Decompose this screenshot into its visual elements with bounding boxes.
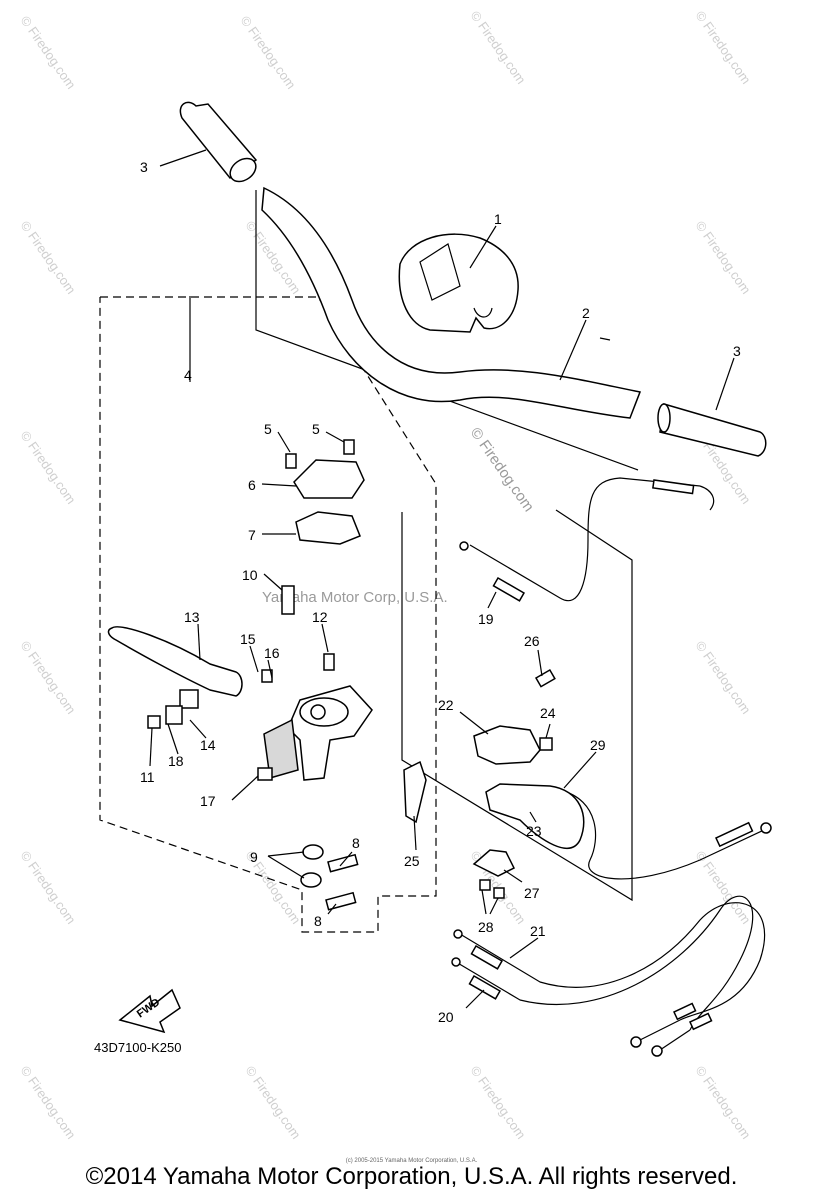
center-watermark-yamaha: Yamaha Motor Corp, U.S.A. (262, 589, 448, 606)
watermark: © Firedog.com (468, 1063, 529, 1142)
watermark: © Firedog.com (693, 218, 754, 297)
tiny-copyright: (c) 2005-2015 Yamaha Motor Corporation, … (345, 1158, 478, 1164)
watermark: © Firedog.com (18, 428, 79, 507)
label-part-1: 1 (494, 211, 502, 227)
label-part-11: 11 (140, 769, 155, 785)
label-part-3: 3 (733, 343, 741, 359)
leader-lines (149, 149, 735, 1009)
clutch-cables (451, 895, 766, 1057)
label-part-25: 25 (404, 853, 420, 869)
label-part-18: 18 (168, 753, 184, 769)
label-part-15: 15 (240, 631, 256, 647)
master-cylinder (263, 685, 373, 781)
label-part-21: 21 (530, 923, 546, 939)
watermark: © Firedog.com (18, 1063, 79, 1142)
handlebar (261, 186, 642, 419)
watermark-layer: © Firedog.com © Firedog.com © Firedog.co… (18, 8, 754, 1142)
label-part-5: 5 (312, 421, 320, 437)
clamps (293, 459, 365, 545)
label-part-19: 19 (478, 611, 494, 627)
brake-cable (559, 789, 772, 880)
label-part-2: 2 (582, 305, 590, 321)
label-part-13: 13 (184, 609, 200, 625)
watermark: © Firedog.com (18, 848, 79, 927)
watermark: © Firedog.com (243, 1063, 304, 1142)
label-part-24: 24 (540, 705, 556, 721)
label-part-14: 14 (200, 737, 216, 753)
label-part-4: 4 (184, 367, 192, 383)
label-part-5: 5 (264, 421, 272, 437)
right-grip (657, 403, 767, 457)
label-part-7: 7 (248, 527, 256, 543)
label-part-29: 29 (590, 737, 606, 753)
watermark: © Firedog.com (18, 218, 79, 297)
label-part-3: 3 (140, 159, 148, 175)
label-part-23: 23 (526, 823, 542, 839)
watermark: © Firedog.com (468, 8, 529, 87)
label-part-12: 12 (312, 609, 328, 625)
watermark: © Firedog.com (238, 13, 299, 92)
fwd-arrow: FWD (118, 988, 181, 1034)
brake-lever (107, 626, 243, 725)
handlebar-pad (398, 233, 519, 333)
drawing-code: 43D7100-K250 (94, 1040, 181, 1055)
label-part-28: 28 (478, 919, 494, 935)
watermark: © Firedog.com (693, 8, 754, 87)
label-part-8: 8 (314, 913, 322, 929)
label-part-27: 27 (524, 885, 540, 901)
label-part-16: 16 (264, 645, 280, 661)
left-grip (179, 101, 258, 183)
label-part-17: 17 (200, 793, 216, 809)
label-part-6: 6 (248, 477, 256, 493)
watermark: © Firedog.com (693, 1063, 754, 1142)
label-part-8: 8 (352, 835, 360, 851)
label-part-20: 20 (438, 1009, 454, 1025)
clutch-lever-assembly (403, 725, 585, 877)
watermark: © Firedog.com (693, 848, 754, 927)
label-part-9: 9 (250, 849, 258, 865)
throttle-cable (459, 477, 715, 602)
label-part-22: 22 (438, 697, 454, 713)
watermark: © Firedog.com (18, 638, 79, 717)
watermark: © Firedog.com (693, 638, 754, 717)
center-watermark-firedog: © Firedog.com (467, 425, 537, 516)
watermark: © Firedog.com (18, 13, 79, 92)
assembly-lines (99, 190, 639, 933)
label-part-10: 10 (242, 567, 258, 583)
part-labels: 1 2 3 3 4 5 5 6 7 8 8 9 10 11 12 13 14 1… (140, 159, 741, 1025)
label-part-26: 26 (524, 633, 540, 649)
copyright-notice: ©2014 Yamaha Motor Corporation, U.S.A. A… (85, 1163, 738, 1190)
